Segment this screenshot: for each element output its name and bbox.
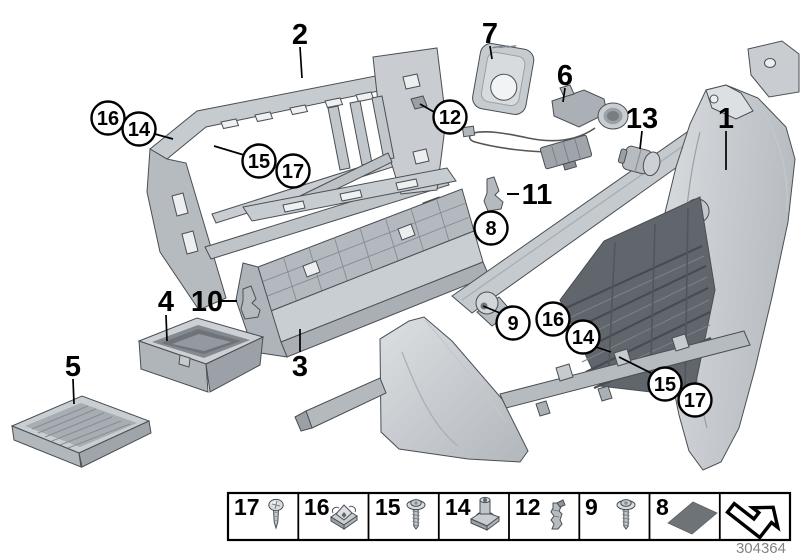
svg-text:12: 12 [439, 107, 461, 129]
svg-text:12: 12 [515, 494, 541, 520]
callout-7: 7 [482, 18, 498, 50]
callout-2: 2 [292, 19, 308, 51]
circled-callout-14-top: 14 [121, 111, 157, 147]
svg-text:17: 17 [234, 494, 260, 520]
circled-callout-8: 8 [473, 210, 509, 246]
svg-text:17: 17 [684, 390, 706, 412]
lattice-grid-lines [262, 198, 471, 302]
rail-brackets [535, 333, 690, 417]
part-10-bracket [240, 285, 261, 320]
part-13-lighter-plug [617, 145, 661, 177]
svg-text:16: 16 [542, 309, 564, 331]
plain-callouts: 2 7 6 13 1 11 4 10 5 3 [65, 18, 734, 383]
circled-callout-14-bottom: 14 [565, 319, 601, 355]
callout-6: 6 [557, 60, 573, 92]
part-4-storage-bin [137, 317, 265, 393]
svg-text:15: 15 [248, 151, 270, 173]
callout-4: 4 [158, 286, 174, 318]
svg-text:17: 17 [282, 161, 304, 183]
callout-11: 11 [522, 179, 553, 211]
callout-1: 1 [718, 103, 734, 135]
frame-top-slots [220, 91, 375, 130]
legend-cell-17: 17 [234, 494, 284, 529]
svg-text:14: 14 [445, 494, 471, 520]
svg-text:8: 8 [485, 218, 496, 240]
circled-callout-17-top: 17 [275, 153, 311, 189]
circled-callout-16-bottom: 16 [535, 301, 571, 337]
harness-connector [539, 134, 593, 171]
circled-callout-16-top: 16 [90, 100, 126, 136]
svg-text:15: 15 [375, 494, 401, 520]
tray-mat-ribs [31, 405, 131, 449]
callout-5: 5 [65, 351, 81, 383]
svg-text:16: 16 [97, 108, 119, 130]
circled-callout-12: 12 [432, 99, 468, 135]
legend-cell-9: 9 [585, 494, 636, 530]
svg-text:8: 8 [656, 494, 669, 520]
ribbed-texture [565, 207, 712, 396]
diagram-number: 304364 [736, 540, 786, 557]
part-3-mounting-carrier [235, 167, 490, 358]
legend-cell-14: 14 [445, 494, 500, 531]
part-7-rubber-boot [472, 43, 535, 115]
svg-text:14: 14 [128, 119, 151, 141]
circled-callout-15-bottom: 15 [647, 366, 683, 402]
part-5-rubber-tray [10, 395, 152, 468]
circled-callout-9: 9 [495, 305, 531, 341]
legend-cell-12: 12 [515, 494, 566, 530]
fastener-legend: 17 16 15 14 12 9 8 [226, 485, 792, 545]
legend-cell-16: 16 [304, 494, 358, 530]
svg-text:15: 15 [654, 374, 676, 396]
boot-ribs [492, 45, 517, 49]
legend-cell-dividers [297, 493, 721, 540]
svg-text:9: 9 [585, 494, 598, 520]
svg-text:14: 14 [572, 327, 595, 349]
svg-text:16: 16 [304, 494, 330, 520]
circled-callout-15-top: 15 [241, 143, 277, 179]
lower-trim-wedge [294, 291, 529, 463]
leader-lines [72, 45, 727, 405]
carrier-rail-slots [282, 178, 419, 213]
part-11-bracket [483, 176, 504, 212]
callout-13: 13 [626, 103, 658, 135]
circled-callout-17-bottom: 17 [677, 382, 713, 418]
legend-cell-15: 15 [375, 494, 426, 530]
svg-text:9: 9 [507, 313, 518, 335]
callout-3: 3 [292, 351, 308, 383]
callout-10: 10 [191, 286, 223, 318]
legend-cell-8: 8 [656, 494, 718, 535]
circled-callouts: 16 14 15 17 12 8 9 16 [90, 99, 713, 418]
part-6-power-socket [461, 84, 629, 171]
